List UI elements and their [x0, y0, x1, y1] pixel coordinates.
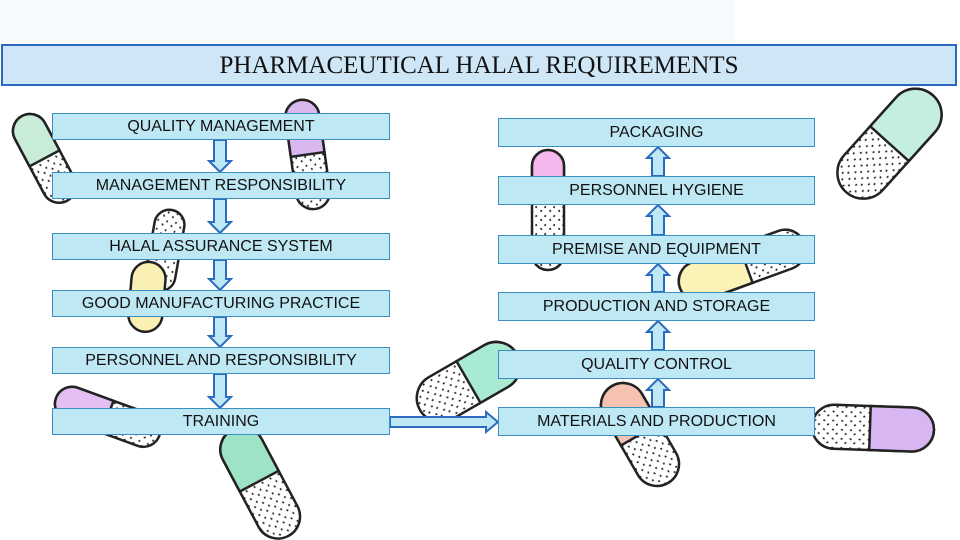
box-good-manufacturing-practice: GOOD MANUFACTURING PRACTICE — [52, 290, 390, 317]
box-personnel-hygiene: PERSONNEL HYGIENE — [498, 176, 815, 205]
box-quality-management: QUALITY MANAGEMENT — [52, 113, 390, 140]
box-management-responsibility: MANAGEMENT RESPONSIBILITY — [52, 172, 390, 199]
box-quality-control: QUALITY CONTROL — [498, 350, 815, 379]
top-strip-right — [735, 0, 960, 42]
title-bar: PHARMACEUTICAL HALAL REQUIREMENTS — [1, 44, 957, 86]
capsule-icon — [810, 403, 936, 453]
capsule-icon — [836, 87, 943, 200]
box-production-and-storage: PRODUCTION AND STORAGE — [498, 292, 815, 321]
capsule-icon — [219, 426, 302, 540]
box-personnel-and-responsibility: PERSONNEL AND RESPONSIBILITY — [52, 347, 390, 374]
box-halal-assurance-system: HALAL ASSURANCE SYSTEM — [52, 233, 390, 260]
box-materials-and-production: MATERIALS AND PRODUCTION — [498, 407, 815, 436]
box-premise-and-equipment: PREMISE AND EQUIPMENT — [498, 235, 815, 264]
box-training: TRAINING — [52, 408, 390, 435]
page-title: PHARMACEUTICAL HALAL REQUIREMENTS — [219, 52, 739, 79]
box-packaging: PACKAGING — [498, 118, 815, 147]
